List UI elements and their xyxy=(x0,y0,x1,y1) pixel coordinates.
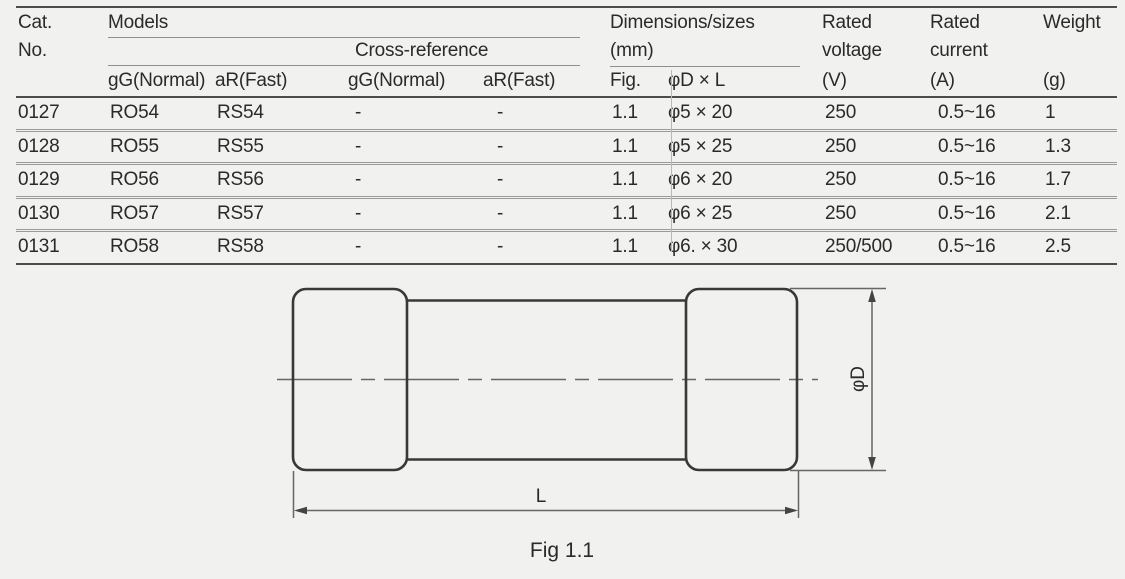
header-no: No. xyxy=(18,40,47,61)
table-cell: - xyxy=(355,102,362,123)
table-cell: - xyxy=(497,236,504,258)
subheader-voltage-unit: (V) xyxy=(822,70,847,91)
table-cell: 0.5~16 xyxy=(938,102,996,123)
header-cat: Cat. xyxy=(18,12,53,33)
length-arrow-right-icon xyxy=(785,506,798,515)
table-cell: 1.1 xyxy=(612,102,638,123)
header-crossref-label: Cross-reference xyxy=(355,40,489,61)
subheader-weight-unit: (g) xyxy=(1043,70,1066,91)
table-cell: 0128 xyxy=(18,135,60,157)
subheader-ar-fast-models: aR(Fast) xyxy=(215,70,288,91)
fuse-spec-table: Cat. Models Dimensions/sizes Rated Rated… xyxy=(16,6,1117,265)
table-cell: 0129 xyxy=(18,169,60,191)
table-header-row-1: Cat. Models Dimensions/sizes Rated Rated… xyxy=(16,8,1117,38)
length-label: L xyxy=(536,486,547,507)
table-cell: 1.1 xyxy=(612,202,638,224)
table-cell: 250 xyxy=(825,102,857,123)
header-mm-label: (mm) xyxy=(610,40,654,61)
table-cell: 250/500 xyxy=(825,236,893,258)
length-arrow-left-icon xyxy=(294,506,307,515)
table-cell: φ6 × 25 xyxy=(668,202,733,224)
table-cell: φ6. × 30 xyxy=(668,236,738,258)
table-cell: 1.1 xyxy=(612,169,638,191)
diameter-arrow-down-icon xyxy=(868,457,876,470)
table-cell: RO58 xyxy=(110,236,159,258)
diameter-arrow-up-icon xyxy=(868,289,876,302)
table-cell: 0.5~16 xyxy=(938,169,996,191)
phi-column-guide-line xyxy=(671,70,672,252)
table-cell: 1 xyxy=(1045,102,1056,123)
table-cell: 250 xyxy=(825,135,857,157)
diameter-label: φD xyxy=(848,366,869,392)
subheader-gg-normal-models: gG(Normal) xyxy=(108,70,206,91)
fuse-dimension-drawing: φD L Fig 1.1 xyxy=(277,287,886,562)
table-cell: RS57 xyxy=(217,202,264,224)
table-header-row-3: gG(Normal) aR(Fast) gG(Normal) aR(Fast) … xyxy=(16,66,1117,98)
table-cell: 0.5~16 xyxy=(938,236,996,258)
header-models-label: Models xyxy=(108,12,169,33)
table-cell: 0.5~16 xyxy=(938,135,996,157)
header-weight: Weight xyxy=(1043,12,1101,33)
table-row: 0130 RO57 RS57 - - 1.1 φ6 × 25 250 0.5~16 2.1 xyxy=(16,195,1117,230)
header-dimensions-label: Dimensions/sizes xyxy=(610,12,755,33)
subheader-d-x-l: φD × L xyxy=(668,70,726,91)
table-cell: 1.1 xyxy=(612,236,638,258)
table-cell: 0130 xyxy=(18,202,60,224)
table-cell: RO57 xyxy=(110,202,159,224)
table-cell: 1.3 xyxy=(1045,135,1071,157)
table-cell: - xyxy=(497,169,504,191)
table-cell: 0131 xyxy=(18,236,60,258)
header-rated-current-2: current xyxy=(930,40,988,61)
header-dimensions-group: Dimensions/sizes xyxy=(610,8,822,38)
fuse-left-cap xyxy=(291,287,409,472)
table-cell: - xyxy=(497,135,504,157)
table-cell: - xyxy=(497,102,504,123)
header-crossref-group: Cross-reference xyxy=(108,37,610,66)
fuse-right-cap xyxy=(684,287,799,472)
table-cell: RS56 xyxy=(217,169,264,191)
table-cell: - xyxy=(355,135,362,157)
table-cell: - xyxy=(355,236,362,258)
figure-caption: Fig 1.1 xyxy=(530,539,594,562)
header-models-group: Models xyxy=(108,8,610,38)
table-cell: RO55 xyxy=(110,135,159,157)
subheader-current-unit: (A) xyxy=(930,70,955,91)
table-row: 0131 RO58 RS58 - - 1.1 φ6. × 30 250/500 0.5~16 2.… xyxy=(16,229,1117,265)
table-cell: - xyxy=(355,202,362,224)
table-cell: φ6 × 20 xyxy=(668,169,733,191)
table-cell: 2.5 xyxy=(1045,236,1071,258)
table-cell: RO54 xyxy=(110,102,159,123)
table-cell: RS54 xyxy=(217,102,264,123)
header-rated-voltage-2: voltage xyxy=(822,40,882,61)
subheader-gg-normal-crossref: gG(Normal) xyxy=(348,70,446,91)
header-rated-current-1: Rated xyxy=(930,12,980,33)
table-cell: 2.1 xyxy=(1045,202,1071,224)
subheader-fig: Fig. xyxy=(610,70,641,91)
table-cell: RS55 xyxy=(217,135,264,157)
table-cell: 0127 xyxy=(18,102,60,123)
table-row: 0128 RO55 RS55 - - 1.1 φ5 × 25 250 0.5~16 1.3 xyxy=(16,128,1117,163)
table-header-row-2: No. Cross-reference (mm) voltage current xyxy=(16,37,1117,67)
table-cell: RO56 xyxy=(110,169,159,191)
table-cell: φ5 × 20 xyxy=(668,102,733,123)
table-cell: RS58 xyxy=(217,236,264,258)
subheader-empty xyxy=(16,66,108,96)
table-cell: 0.5~16 xyxy=(938,202,996,224)
table-cell: 250 xyxy=(825,202,857,224)
subheader-ar-fast-crossref: aR(Fast) xyxy=(483,70,556,91)
table-row: 0127 RO54 RS54 - - 1.1 φ5 × 20 250 0.5~16 1 xyxy=(16,98,1117,129)
table-cell: φ5 × 25 xyxy=(668,135,733,157)
table-cell: - xyxy=(497,202,504,224)
table-cell: - xyxy=(355,169,362,191)
header-weight-spacer xyxy=(1043,37,1117,66)
table-cell: 1.7 xyxy=(1045,169,1071,191)
table-cell: 1.1 xyxy=(612,135,638,157)
header-rated-voltage-1: Rated xyxy=(822,12,872,33)
table-row: 0129 RO56 RS56 - - 1.1 φ6 × 20 250 0.5~16 1.7 xyxy=(16,162,1117,196)
table-cell: 250 xyxy=(825,169,857,191)
header-dimensions-mm: (mm) xyxy=(610,37,822,67)
